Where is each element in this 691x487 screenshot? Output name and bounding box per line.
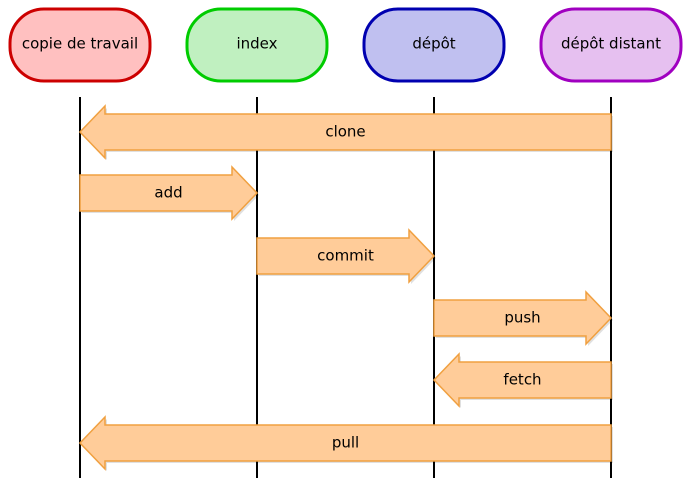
arrow-fetch: fetch xyxy=(432,352,613,408)
lane-box-index xyxy=(185,7,329,83)
arrow-shape-fetch xyxy=(432,352,612,408)
arrow-clone: clone xyxy=(78,104,613,160)
arrow-label-push: push xyxy=(504,309,540,327)
lane-box-working-copy xyxy=(8,7,152,83)
arrow-shape-commit xyxy=(256,228,436,284)
arrow-label-add: add xyxy=(154,184,182,202)
arrow-add: add xyxy=(79,165,259,221)
arrow-shape-clone xyxy=(78,104,612,160)
lane-label-index: index xyxy=(236,35,277,53)
arrow-shape-add xyxy=(79,165,259,221)
arrow-pull: pull xyxy=(78,415,613,471)
lane-remote-repository: dépôt distant xyxy=(539,7,683,83)
lane-box-remote-repository xyxy=(539,7,683,83)
arrow-shape-push xyxy=(433,290,613,346)
arrow-shape-pull xyxy=(78,415,612,471)
lane-label-repository: dépôt xyxy=(412,35,455,53)
arrow-push: push xyxy=(433,290,613,346)
lane-repository: dépôt xyxy=(362,7,506,83)
arrow-commit: commit xyxy=(256,228,436,284)
lane-label-working-copy: copie de travail xyxy=(22,35,138,53)
lane-working-copy: copie de travail xyxy=(8,7,152,83)
arrow-label-commit: commit xyxy=(317,247,374,265)
lane-box-repository xyxy=(362,7,506,83)
arrow-label-clone: clone xyxy=(325,123,365,141)
arrow-label-fetch: fetch xyxy=(503,371,541,389)
lane-index: index xyxy=(185,7,329,83)
arrow-label-pull: pull xyxy=(332,434,359,452)
lane-label-remote-repository: dépôt distant xyxy=(561,35,661,53)
